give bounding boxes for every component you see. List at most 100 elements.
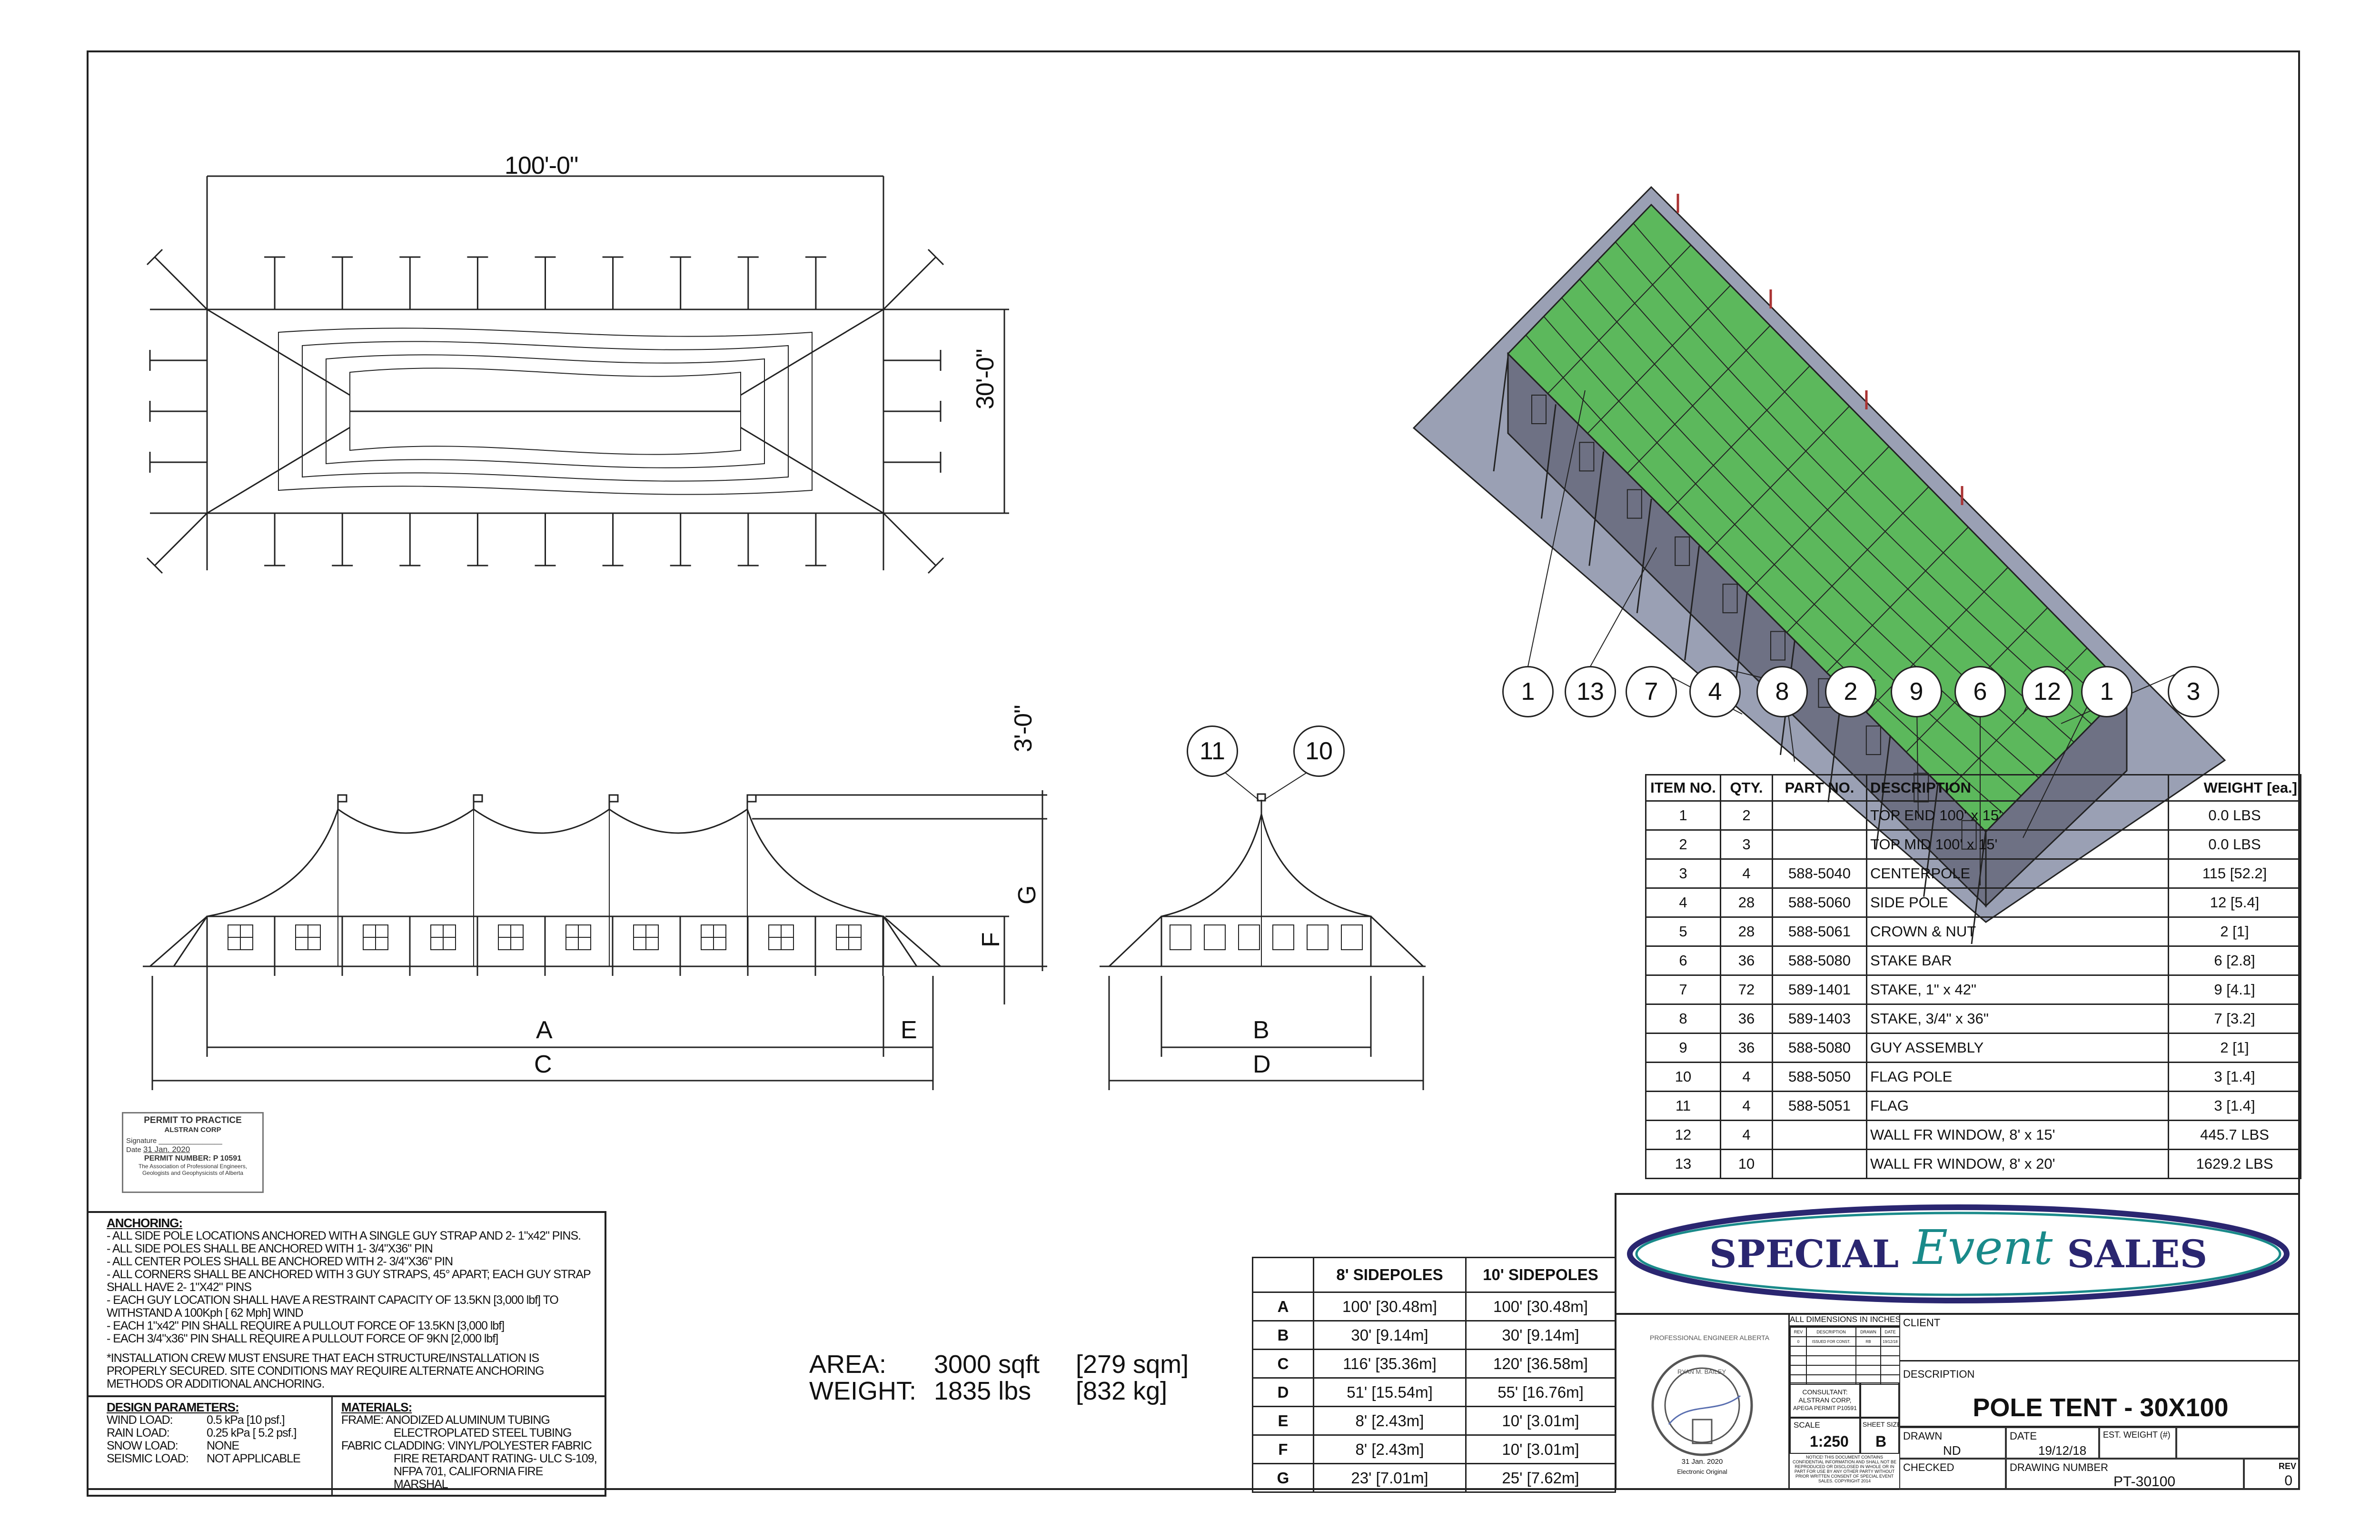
parameter-label: WIND LOAD: [107,1413,173,1427]
bom-cell: 36 [1720,1003,1773,1034]
area-value: 3000 sqft [934,1350,1040,1379]
bom-cell: 9 [1645,1033,1721,1063]
stamp-permit-number: PERMIT NUMBER: P 10591 [144,1154,242,1162]
sheet-size-label: SHEET SIZE [1863,1421,1899,1428]
consultant-permit: APEGA PERMIT P10591 [1793,1405,1857,1411]
roof-seam [740,427,884,514]
window [1170,924,1191,950]
bom-cell: 1629.2 LBS [2168,1149,2301,1179]
rev-row [1790,1374,1899,1385]
rev-cell [1880,1346,1899,1356]
corner-guy [883,512,937,566]
dimension-value: 8' [2.43m] [1313,1434,1467,1464]
bom-cell: 10 [1720,1149,1773,1179]
stamp-association-2: Geologists and Geophysicists of Alberta [142,1170,244,1176]
flag [608,794,619,803]
rev-cell [1806,1346,1856,1356]
plan-view [146,175,1009,574]
balloon-callout: 10 [1293,725,1345,777]
design-parameter-row: SNOW LOAD:NONE [107,1440,331,1452]
rev-field: REV 0 [2244,1459,2300,1490]
date-field: DATE 19/12/18 [2006,1427,2099,1459]
bom-cell: SIDE POLE [1866,887,2169,918]
stamp-signature-label: Signature [126,1137,157,1145]
bom-cell: 2 [1645,829,1721,860]
window [1204,924,1226,950]
bom-header: PART NO. [1772,774,1867,802]
anchoring-line: - ALL CORNERS SHALL BE ANCHORED WITH 3 G… [107,1268,591,1294]
dim-g: G [1013,885,1041,904]
bom-cell: 9 [4.1] [2168,974,2301,1005]
dim-b: B [1253,1016,1269,1044]
bom-cell: 588-5060 [1772,887,1867,918]
window [1770,631,1785,661]
anchoring-line: - EACH 1"x42" PIN SHALL REQUIRE A PULLOU… [107,1319,505,1332]
rev-cell: ISSUED FOR CONST. [1806,1336,1856,1347]
bom-cell: 4 [1720,1062,1773,1092]
bom-cell: 4 [1645,887,1721,918]
bom-cell: STAKE, 3/4" x 36" [1866,1003,2169,1034]
rev-cell [1806,1355,1856,1366]
stake-bar [927,248,944,266]
notes-box: ANCHORING: - ALL SIDE POLE LOCATIONS ANC… [87,1211,606,1497]
leader-line [1223,771,1259,800]
balloon-callout: 4 [1689,666,1741,717]
bom-cell: 3 [1645,858,1721,889]
materials-heading: MATERIALS: [341,1400,412,1414]
bom-cell: 588-5061 [1772,916,1867,947]
logo-words: SPECIAL Event SALES [1616,1195,2300,1313]
balloon-callout: 12 [2022,666,2073,717]
materials-line: ELECTROPLATED STEEL TUBING [393,1426,572,1440]
guy-line [1588,451,1605,566]
flag [746,794,757,803]
bom-cell: 4 [1720,1120,1773,1150]
roof-seam [207,427,350,514]
dims-note: ALL DIMENSIONS IN INCHES [1790,1315,1899,1327]
seal-ring-text: PROFESSIONAL ENGINEER ALBERTA [1650,1334,1770,1341]
balloon-callout: 9 [1891,666,1942,717]
guy-line [883,915,941,967]
guy-line [1108,915,1162,967]
anchoring-line: - EACH 3/4"x36" PIN SHALL REQUIRE A PULL… [107,1332,498,1345]
parameter-value: NONE [207,1439,239,1452]
dimension-value: 30' [9.14m] [1465,1320,1616,1350]
roof-seam [1587,285,1731,434]
bom-cell: 2 [1] [2168,916,2301,947]
blank-field [2176,1427,2300,1459]
bom-cell: FLAG [1866,1091,2169,1121]
roof-contour [302,341,789,482]
roof-seam [1627,325,1771,474]
anchoring-line: - ALL SIDE POLE LOCATIONS ANCHORED WITH … [107,1229,581,1242]
bom-cell: CROWN & NUT [1866,916,2169,947]
rev-cell [1790,1365,1807,1375]
checked-label: CHECKED [1903,1461,1954,1473]
bom-cell: WALL FR WINDOW, 8' x 20' [1866,1149,2169,1179]
rev-cell [1855,1346,1881,1356]
design-parameter-row: WIND LOAD:0.5 kPa [10 psf.] [107,1414,331,1427]
bom-cell: 36 [1720,945,1773,976]
bom-cell: STAKE, 1" x 42" [1866,974,2169,1005]
rev-cell [1790,1355,1807,1366]
guy-line [1493,357,1509,472]
stake-bar [146,557,163,574]
description-field: DESCRIPTION POLE TENT - 30X100 [1899,1361,2300,1427]
seal-caption: Electronic Original [1677,1468,1727,1475]
bom-cell: 7 [3.2] [2168,1003,2301,1034]
end-elevation [1100,771,1426,1090]
rev-cell [1880,1355,1899,1366]
company-logo: SPECIAL Event SALES [1615,1193,2300,1313]
drawn-field: DRAWN ND [1899,1427,2006,1459]
flag [473,794,483,803]
logo-ellipse-inner [1635,1212,2281,1296]
title-block: PROFESSIONAL ENGINEER ALBERTA RYAN M. BA… [1615,1313,2300,1490]
dimension-value: 51' [15.54m] [1313,1377,1467,1407]
design-parameter-row: RAIN LOAD:0.25 kPa [ 5.2 psf.] [107,1427,331,1440]
rev-header: DESCRIPTION [1806,1327,1856,1337]
bom-cell: 6 [2.8] [2168,945,2301,976]
bom-cell: 588-5051 [1772,1091,1867,1121]
materials: MATERIALS: FRAME: ANODIZED ALUMINUM TUBI… [333,1397,605,1495]
